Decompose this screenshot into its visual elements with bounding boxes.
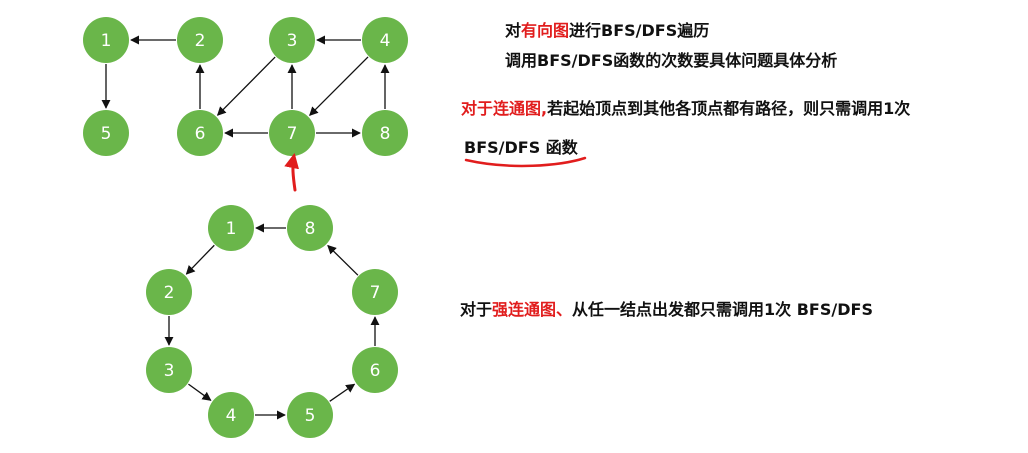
text-line-connected-graph-suffix: 若起始顶点到其他各顶点都有路径，则只需调用1次 (547, 99, 911, 118)
red-pointer-arrow (284, 153, 300, 192)
red-underline (464, 156, 587, 168)
top-node-5-circle (83, 110, 129, 156)
bottom-node-5-circle (287, 392, 333, 438)
bottom-node-4: 4 (208, 392, 254, 438)
text-line-connected-graph: 对于连通图,若起始顶点到其他各顶点都有路径，则只需调用1次 (461, 99, 910, 119)
directed-graph-highlight: 有向图 (521, 21, 570, 40)
top-node-4-circle (362, 17, 408, 63)
top-node-2-circle (177, 17, 223, 63)
top-node-6: 6 (177, 110, 223, 156)
text-line-call-count: 调用BFS/DFS函数的次数要具体问题具体分析 (505, 51, 838, 70)
bottom-node-5-label: 5 (305, 406, 316, 426)
top-node-1-circle (83, 17, 129, 63)
top-node-3-circle (269, 17, 315, 63)
bottom-edge-3-to-4 (188, 383, 212, 401)
bottom-node-7-label: 7 (370, 283, 381, 303)
text-line-directed-graph: 对有向图进行BFS/DFS遍历 (505, 21, 709, 41)
text-line-strong-suffix: 从任一结点出发都只需调用1次 BFS/DFS (572, 300, 873, 319)
bottom-node-8-label: 8 (305, 219, 316, 239)
text-line-directed-graph-prefix: 对 (505, 21, 522, 40)
text-line-strong-prefix: 对于 (460, 300, 493, 319)
text-line-strongly-connected-graph: 对于强连通图、从任一结点出发都只需调用1次 BFS/DFS (460, 300, 873, 320)
bottom-edge-5-to-6 (329, 383, 356, 402)
bottom-node-6-label: 6 (370, 361, 381, 381)
top-node-3: 3 (269, 17, 315, 63)
bottom-node-7-circle (352, 269, 398, 315)
top-node-1: 1 (83, 17, 129, 63)
top-edge-3-to-6 (216, 56, 276, 116)
bottom-node-3-circle (146, 347, 192, 393)
bottom-node-4-label: 4 (226, 406, 237, 426)
top-edge-4-to-7 (309, 56, 369, 116)
bottom-node-8: 8 (287, 205, 333, 251)
bottom-node-8-circle (287, 205, 333, 251)
top-node-5-label: 5 (101, 124, 112, 144)
strongly-connected-graph-highlight: 强连通图、 (492, 300, 573, 319)
top-node-4-label: 4 (380, 31, 391, 51)
bottom-node-7: 7 (352, 269, 398, 315)
top-node-2: 2 (177, 17, 223, 63)
bottom-node-6: 6 (352, 347, 398, 393)
top-node-1-label: 1 (101, 31, 112, 51)
top-node-7: 7 (269, 110, 315, 156)
top-node-7-label: 7 (287, 124, 298, 144)
top-node-2-label: 2 (195, 31, 206, 51)
top-node-3-label: 3 (287, 31, 298, 51)
bottom-node-3-label: 3 (164, 361, 175, 381)
bottom-node-2-label: 2 (164, 283, 175, 303)
top-node-8: 8 (362, 110, 408, 156)
connected-graph-highlight: 对于连通图, (461, 99, 548, 118)
bottom-node-3: 3 (146, 347, 192, 393)
bottom-edge-7-to-8 (327, 244, 359, 276)
bottom-edge-1-to-2 (185, 244, 215, 275)
bottom-node-4-circle (208, 392, 254, 438)
top-node-6-label: 6 (195, 124, 206, 144)
bottom-node-2-circle (146, 269, 192, 315)
bottom-node-1-label: 1 (226, 219, 237, 239)
top-node-7-circle (269, 110, 315, 156)
bottom-node-2: 2 (146, 269, 192, 315)
top-node-8-circle (362, 110, 408, 156)
top-node-6-circle (177, 110, 223, 156)
bottom-node-6-circle (352, 347, 398, 393)
bottom-node-1-circle (208, 205, 254, 251)
text-line-bfs-dfs-function: BFS/DFS 函数 (464, 138, 578, 157)
bottom-node-5: 5 (287, 392, 333, 438)
top-node-4: 4 (362, 17, 408, 63)
top-node-5: 5 (83, 110, 129, 156)
top-node-8-label: 8 (380, 124, 391, 144)
text-line-directed-graph-suffix: 进行BFS/DFS遍历 (569, 21, 710, 40)
bottom-node-1: 1 (208, 205, 254, 251)
